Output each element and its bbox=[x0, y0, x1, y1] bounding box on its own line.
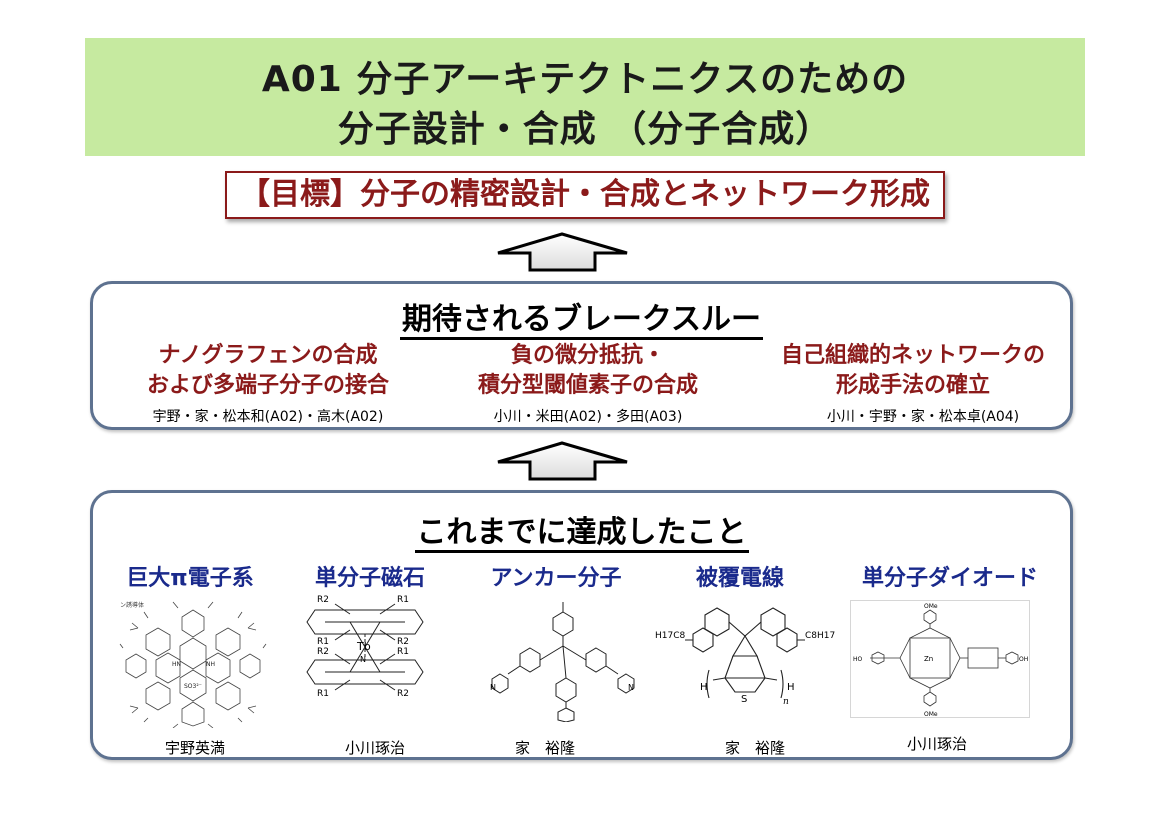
svg-text:R1: R1 bbox=[397, 595, 409, 605]
achievement-label-diode: 単分子ダイオード bbox=[861, 566, 1038, 591]
title-line-2: 分子設計・合成 （分子合成） bbox=[337, 109, 833, 150]
svg-text:NH: NH bbox=[206, 661, 215, 668]
tripod-anchor-structure-icon: N N bbox=[490, 602, 635, 722]
svg-text:Tb: Tb bbox=[356, 640, 371, 653]
svg-text:S: S bbox=[741, 694, 747, 705]
svg-text:HO: HO bbox=[853, 656, 863, 663]
svg-text:N: N bbox=[360, 655, 366, 664]
breakthrough-item-1: ナノグラフェンの合成 および多端子分子の接合 bbox=[146, 343, 389, 398]
svg-text:Zn: Zn bbox=[924, 655, 933, 663]
achievement-label-wire: 被覆電線 bbox=[695, 566, 784, 591]
svg-text:H: H bbox=[700, 682, 708, 693]
breakthrough-authors-3: 小川・宇野・家・松本卓(A04) bbox=[826, 409, 1020, 425]
achievement-author-5: 小川琢治 bbox=[906, 735, 967, 753]
title-banner: A01 分子アーキテクトニクスのための 分子設計・合成 （分子合成） bbox=[85, 38, 1085, 156]
achievement-label-smm: 単分子磁石 bbox=[314, 566, 425, 591]
breakthrough-item-2: 負の微分抵抗・ 積分型閾値素子の合成 bbox=[477, 343, 698, 398]
svg-text:H: H bbox=[787, 682, 795, 693]
svg-text:OMe: OMe bbox=[924, 711, 938, 718]
breakthrough-authors-1: 宇野・家・松本和(A02)・高木(A02) bbox=[152, 409, 384, 425]
title-line-1: A01 分子アーキテクトニクスのための bbox=[261, 59, 909, 100]
breakthrough-item-3: 自己組織的ネットワークの 形成手法の確立 bbox=[780, 343, 1045, 398]
achievement-author-3: 家 裕隆 bbox=[514, 739, 575, 757]
svg-text:R2: R2 bbox=[397, 689, 409, 699]
svg-text:R1: R1 bbox=[397, 647, 409, 657]
terbium-double-decker-structure-icon: R2 R1 R1 R2 R2 R1 R1 R2 Tb N bbox=[306, 595, 424, 699]
svg-text:OH: OH bbox=[1019, 656, 1028, 663]
svg-text:N: N bbox=[628, 683, 634, 692]
svg-text:R2: R2 bbox=[397, 637, 409, 647]
svg-text:N: N bbox=[490, 683, 496, 692]
svg-text:ン誘導体: ン誘導体 bbox=[120, 601, 144, 609]
breakthrough-heading: 期待されるブレークスルー bbox=[93, 294, 1070, 340]
svg-text:C8H17: C8H17 bbox=[805, 631, 835, 641]
achievement-label-anchor: アンカー分子 bbox=[490, 566, 622, 591]
svg-text:HN: HN bbox=[172, 661, 181, 668]
achievement-author-4: 家 裕隆 bbox=[724, 739, 785, 757]
breakthrough-authors-2: 小川・米田(A02)・多田(A03) bbox=[493, 409, 683, 425]
achievement-author-1: 宇野英満 bbox=[164, 739, 225, 757]
svg-text:R1: R1 bbox=[317, 637, 329, 647]
nanographene-structure-icon: ン誘導体 HN NH SO3²⁻ bbox=[119, 601, 267, 728]
svg-text:H17C8: H17C8 bbox=[655, 631, 686, 641]
up-arrow-icon bbox=[497, 232, 628, 272]
svg-text:n: n bbox=[783, 697, 789, 707]
covered-wire-structure-icon: H17C8 C8H17 S H H n bbox=[655, 607, 835, 707]
achievement-author-2: 小川琢治 bbox=[344, 739, 405, 757]
achievements-heading: これまでに達成したこと bbox=[93, 507, 1070, 553]
svg-text:OMe: OMe bbox=[924, 603, 938, 610]
svg-text:R2: R2 bbox=[317, 647, 329, 657]
breakthrough-panel: 期待されるブレークスルー ナノグラフェンの合成 および多端子分子の接合 宇野・家… bbox=[90, 281, 1073, 430]
svg-text:R2: R2 bbox=[317, 595, 329, 605]
svg-text:R1: R1 bbox=[317, 689, 329, 699]
goal-box: 【目標】分子の精密設計・合成とネットワーク形成 bbox=[225, 171, 945, 219]
achievement-label-giant-pi: 巨大π電子系 bbox=[126, 566, 254, 591]
svg-text:SO3²⁻: SO3²⁻ bbox=[184, 683, 202, 690]
porphyrin-diode-structure-icon: OMe OMe HO OH Zn bbox=[850, 600, 1030, 718]
up-arrow-icon bbox=[497, 441, 628, 481]
achievements-panel: これまでに達成したこと bbox=[90, 490, 1073, 760]
